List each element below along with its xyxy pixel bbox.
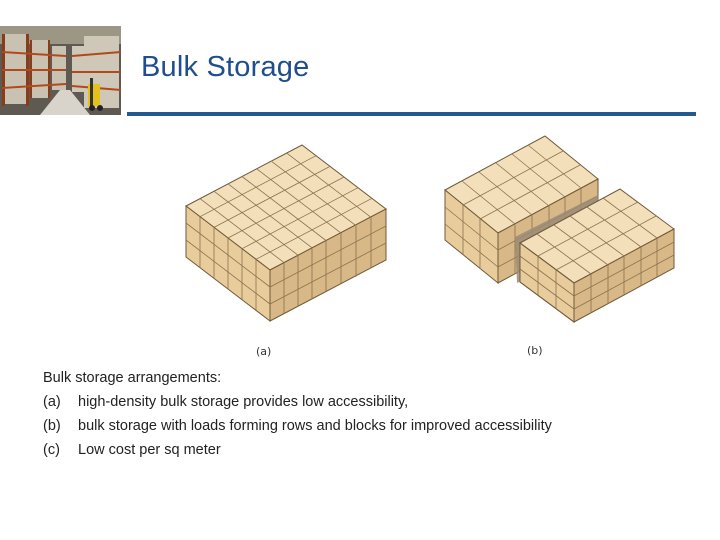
caption-item-tag: (a) [43, 394, 61, 410]
caption-item: (b) bulk storage with loads forming rows … [43, 414, 683, 438]
block-b-front [519, 188, 675, 323]
block-a [185, 144, 387, 323]
caption-item: (c) Low cost per sq meter [43, 438, 683, 462]
caption-item: (a) high-density bulk storage provides lo… [43, 390, 683, 414]
figure-label-a: (a) [256, 345, 272, 358]
slide-title: Bulk Storage [141, 51, 310, 83]
figure-label-b: (b) [527, 344, 543, 357]
caption-item-text: high-density bulk storage provides low a… [78, 394, 409, 410]
warehouse-photo-image [0, 26, 121, 115]
title-underline [127, 112, 696, 116]
caption-intro: Bulk storage arrangements: [43, 370, 222, 386]
caption-item-tag: (b) [43, 418, 61, 434]
bulk-storage-diagram [185, 135, 675, 323]
caption-item-text: bulk storage with loads forming rows and… [78, 418, 552, 434]
caption-item-text: Low cost per sq meter [78, 442, 221, 458]
warehouse-photo [0, 26, 121, 115]
caption: Bulk storage arrangements: (a) high-densi… [43, 366, 683, 462]
caption-item-tag: (c) [43, 442, 60, 458]
